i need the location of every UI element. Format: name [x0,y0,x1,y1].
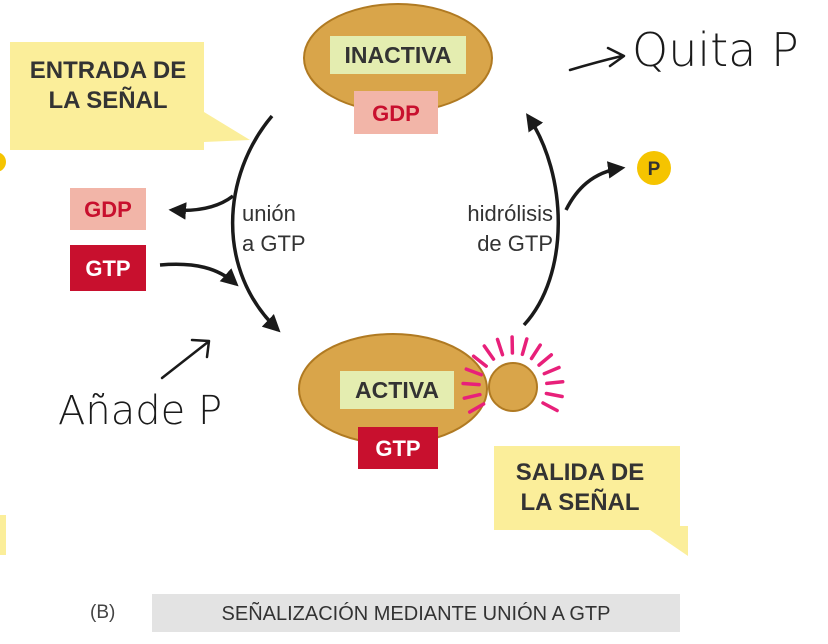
burst-ray [471,354,488,368]
edge-callout-partial [0,515,6,555]
inactive-gdp-box [354,91,438,134]
callout-input-line2: LA SEÑAL [48,86,167,114]
handwritten-arrow-up-icon [160,338,211,380]
callout-input-line1: ENTRADA DE [30,57,186,84]
burst-ray [529,343,542,361]
burst-ray [544,391,564,399]
active-gtp-label: GTP [375,436,420,461]
released-gdp-label: GDP [84,197,132,222]
inactive-gdp-label: GDP [372,101,420,126]
callout-output-line2: LA SEÑAL [520,488,639,516]
inactive-protein-node: INACTIVA GDP [303,3,493,134]
burst-ray [461,381,481,387]
active-label-box [340,371,454,409]
burst-ray [542,365,561,376]
active-gtp-box [358,427,438,469]
hydrolysis-arc-arrow [522,113,560,327]
burst-ray [462,392,482,400]
burst-ray [482,344,496,361]
binding-label-line2: a GTP [242,231,306,256]
hydrolysis-label-line1: hidrólisis [467,201,553,226]
binding-arc-arrow [231,114,281,333]
burst-ray [545,380,565,386]
active-label: ACTIVA [355,377,439,403]
released-gdp-box: GDP [70,188,146,230]
caption-box [152,594,680,632]
edge-phosphate-partial [0,152,6,172]
phosphate-label: P [648,159,661,180]
burst-ray [495,337,505,357]
active-protein-node: ACTIVA GTP [298,333,538,469]
handwritten-adds-note: Añade P [58,388,222,434]
phosphate-icon: P [637,151,671,185]
inactive-label-box [330,36,466,74]
hydrolysis-label-line2: de GTP [477,231,553,256]
phosphate-circle [637,151,671,185]
bound-gtp-label: GTP [85,256,130,281]
binding-label-line1: unión [242,201,296,226]
burst-ray [537,353,554,367]
released-gdp-shape [70,188,146,230]
burst-ray [520,337,529,357]
bound-gtp-shape [70,245,146,291]
callout-output-line1: SALIDA DE [516,459,644,486]
active-protein-bulge [488,362,538,412]
gtp-binding-arrow [159,262,239,287]
phosphate-release-arrow [564,161,626,211]
burst-ray [464,367,484,377]
callout-shape [494,446,688,556]
burst-ray [467,402,486,414]
caption-text: SEÑALIZACIÓN MEDIANTE UNIÓN A GTP [222,601,611,625]
inactive-label: INACTIVA [345,42,452,68]
signal-input-callout: ENTRADA DE LA SEÑAL [10,42,250,150]
callout-shape [10,42,250,150]
activation-burst-icon [461,335,565,414]
handwritten-removes-note: Quita P [632,23,799,77]
bound-gtp-box: GTP [70,245,146,291]
panel-letter: (B) [90,602,115,623]
handwritten-arrow-right-icon [568,46,626,72]
signal-output-callout: SALIDA DE LA SEÑAL [494,446,688,556]
gdp-release-arrow [168,194,235,220]
burst-ray [541,401,559,413]
